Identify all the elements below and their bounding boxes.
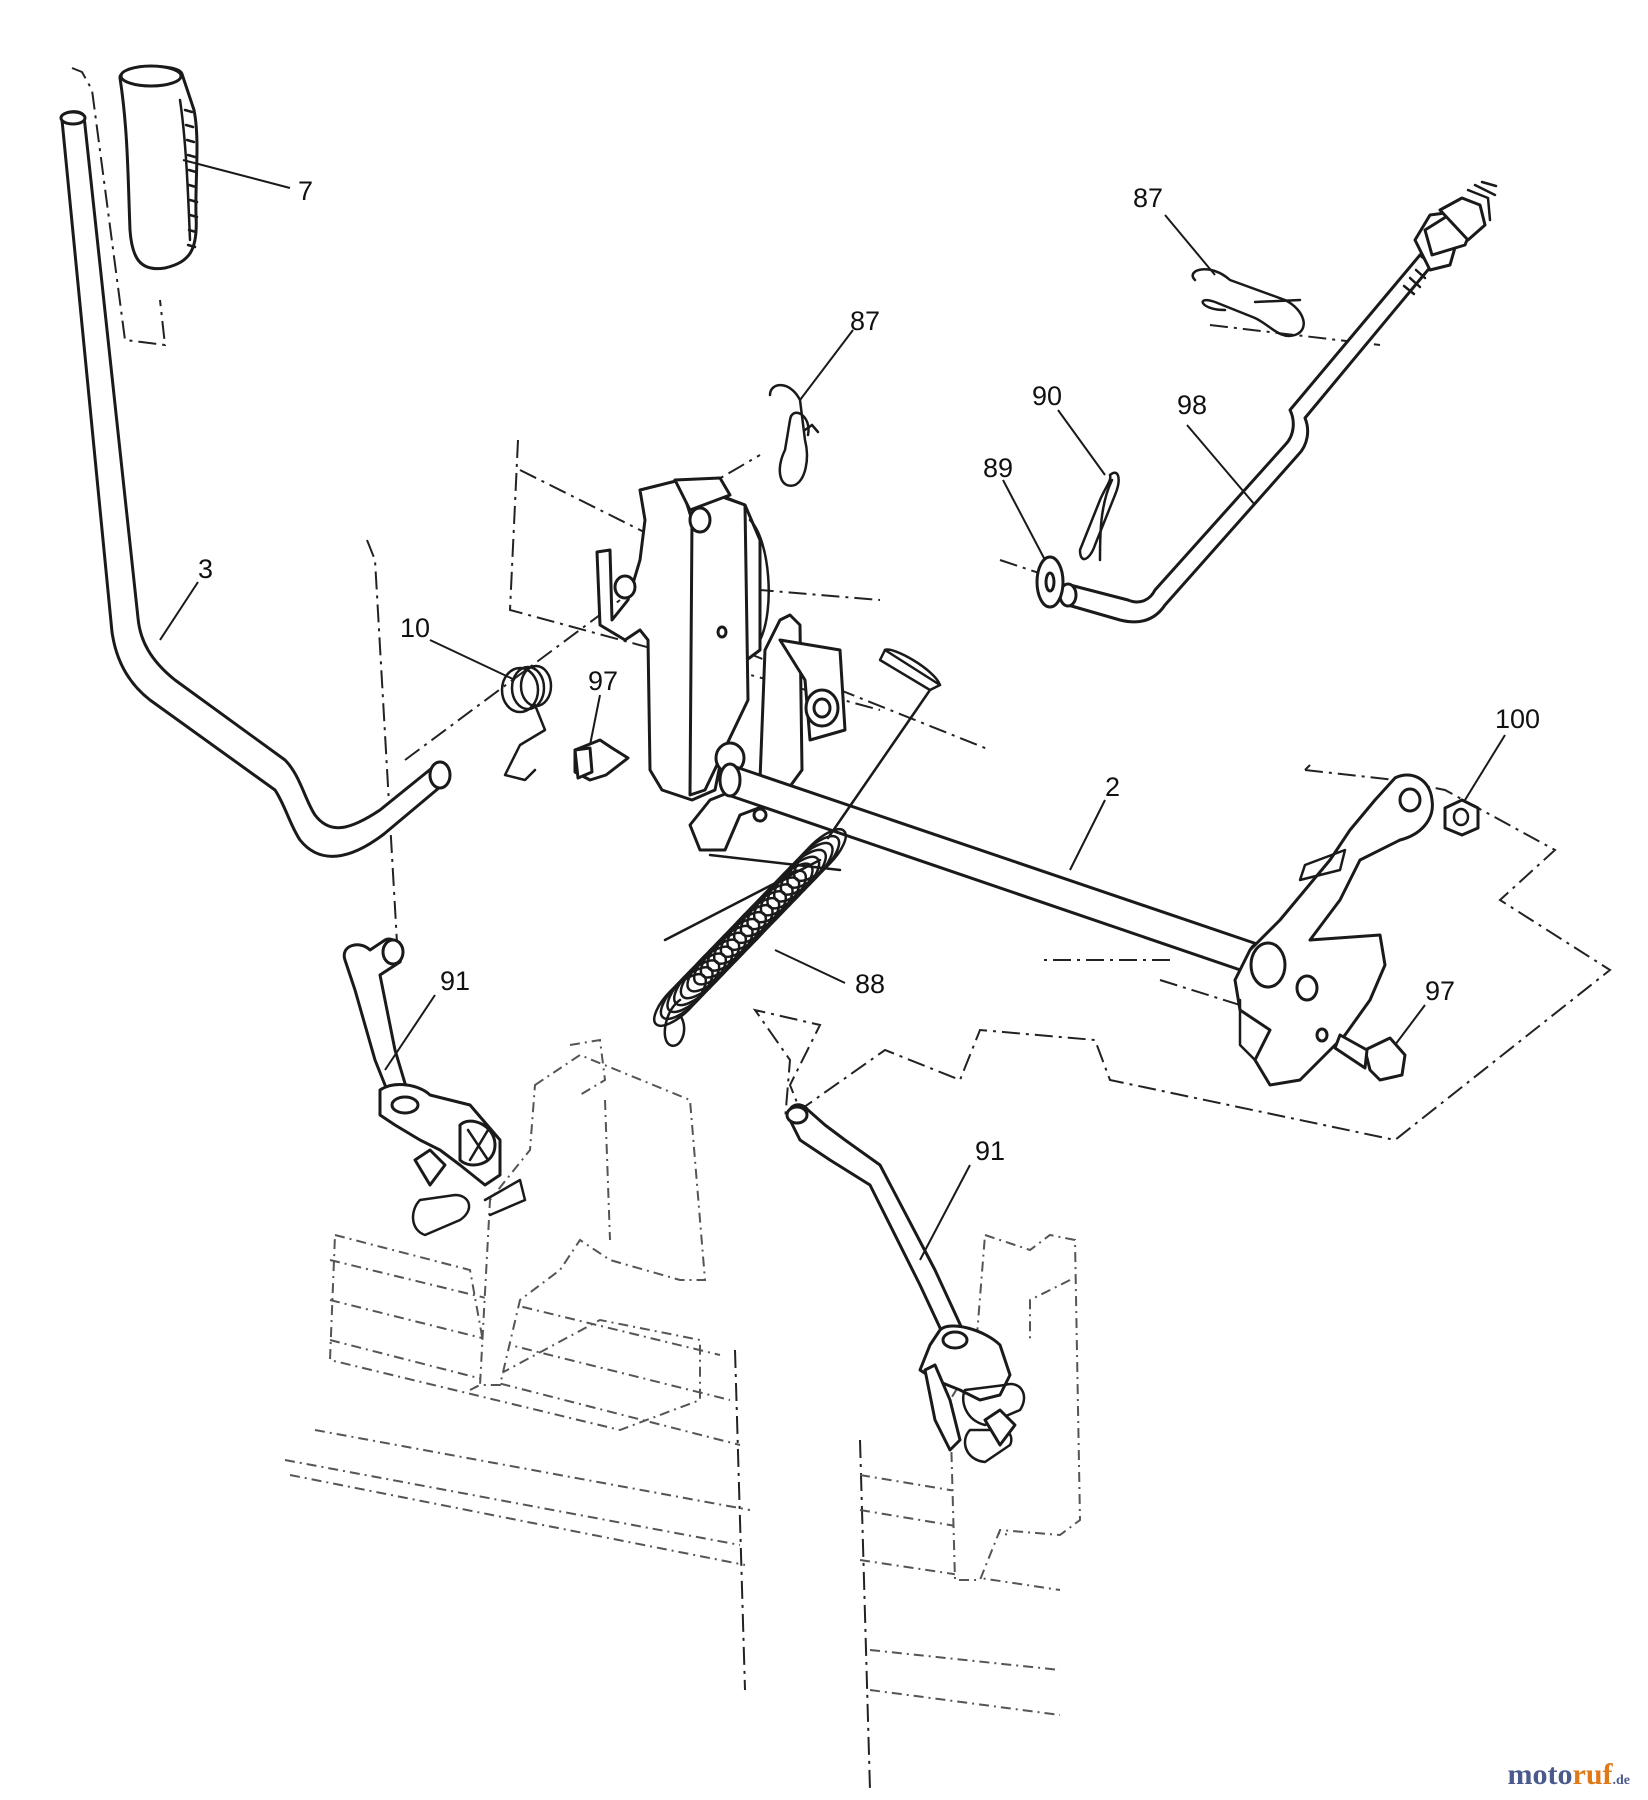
nut-100 [1443,798,1480,837]
callout-98: 98 [1177,390,1207,420]
callout-labels: 7 87 87 90 98 89 3 10 97 100 2 91 88 97 … [198,176,1540,1166]
torsion-spring-10 [500,664,553,782]
callout-7: 7 [298,176,313,206]
callout-89: 89 [983,453,1013,483]
spring-coil [693,931,747,986]
watermark-logo: motoruf.de [1507,1758,1630,1791]
callout-3: 3 [198,554,213,584]
hairpin-clip-87-center [768,383,820,487]
callout-87-center: 87 [850,306,880,336]
bolt-97-left [573,738,630,782]
callout-87-right: 87 [1133,183,1163,213]
lift-link-91-left [342,937,527,1237]
hairpin-clip-87-right [1191,268,1305,338]
spring-coil [659,966,714,1021]
spring-coil [686,938,741,993]
extension-spring-88 [653,648,942,1047]
leader-lines [159,159,1506,1261]
callout-88: 88 [855,969,885,999]
callout-97-right: 97 [1425,976,1455,1006]
spring-coil [653,973,707,1027]
lift-link-91-right [785,1103,1026,1464]
callout-100: 100 [1495,704,1540,734]
lift-lever-3 [59,110,452,858]
callout-97-left: 97 [588,666,618,696]
callout-2: 2 [1105,772,1120,802]
callout-91-left: 91 [440,966,470,996]
adjust-rod-98 [1058,180,1498,624]
bolt-97-right [1333,1033,1407,1082]
deck-outline [284,1038,1082,1791]
hairpin-clip-90 [1078,471,1120,562]
spring-coil [679,945,734,1000]
callout-91-right: 91 [975,1136,1005,1166]
lift-arm-right [1233,773,1434,1087]
handle-grip-7 [118,64,199,271]
callout-90: 90 [1032,381,1062,411]
washer-89 [1035,555,1065,609]
mount-bracket [595,476,770,802]
callout-10: 10 [400,613,430,643]
